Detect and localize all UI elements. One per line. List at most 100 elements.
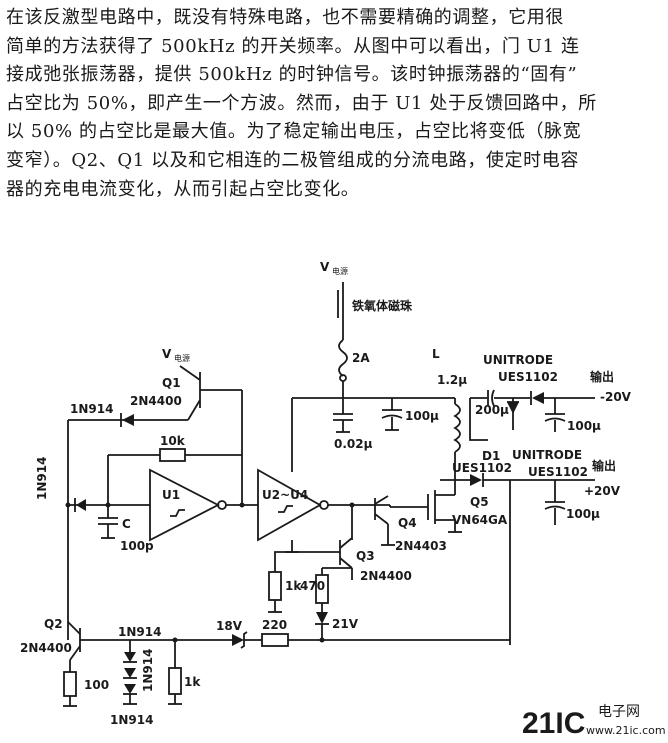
resistor-220 [261, 633, 289, 647]
cap-100-plate [381, 414, 403, 419]
schmitt-icon [278, 505, 293, 513]
diode-left [76, 499, 86, 511]
driver-stage: U2~U4 Q4 2N4403 Q3 2N4400 1k 470 21V [257, 468, 447, 631]
q3-collector [339, 537, 353, 549]
schmitt-icon [170, 509, 185, 517]
watermark-url: www.21ic.com [586, 724, 666, 737]
vsupply-top-sub: 电源 [332, 266, 348, 276]
cap-200-label: 200μ [475, 403, 509, 417]
cap-002-label: 0.02μ [334, 437, 373, 451]
d1-ref: D1 [482, 449, 500, 463]
paragraph-line: 简单的方法获得了 500kHz 的开关频率。从图中可以看出，门 U1 连 [6, 35, 580, 57]
cap-c-label: C [122, 517, 131, 531]
paragraph-line: 在该反激型电路中，既没有特殊电路，也不需要精确的调整，它用很 [6, 7, 564, 28]
q4-part: 2N4403 [395, 539, 447, 553]
inductor-label: L [432, 347, 440, 361]
vsupply-top-label: V [320, 260, 330, 274]
supply-bus: 0.02μ 100μ [291, 397, 455, 472]
gate-u1 [149, 468, 220, 542]
ferrite-bead-label: 铁氧体磁珠 [352, 298, 413, 313]
z21v-label: 21V [332, 617, 359, 631]
q1-emitter [187, 399, 201, 421]
zener-21v [316, 612, 328, 624]
d1n914-top-label: 1N914 [70, 402, 113, 416]
secondary-wire [469, 398, 488, 441]
mosfet-q5: Q5 VN64GA [390, 490, 508, 533]
shunt-q2: Q2 2N4400 100 1N914 1N914 1N914 1k 18V 2… [20, 617, 510, 727]
q4-emitter [374, 495, 389, 505]
q2-part: 2N4400 [20, 641, 72, 655]
r1k-bottom-label: 1k [184, 675, 201, 689]
u1-label: U1 [162, 488, 180, 502]
z18v-label: 18V [216, 619, 243, 633]
q4-collector [374, 513, 389, 525]
fuse [338, 339, 348, 377]
diode-string-1 [124, 652, 136, 662]
resistor-1k-mid [268, 571, 282, 601]
cap-out2-label: 100μ [566, 507, 600, 521]
q1-part: 2N4400 [130, 394, 182, 408]
resistor-10k [159, 448, 186, 462]
q1-supply-wire [179, 365, 201, 381]
q5-ref: Q5 [470, 495, 489, 509]
r100-label: 100 [84, 678, 109, 692]
u2-label: U2~U4 [262, 488, 308, 502]
primary-winding [453, 403, 461, 453]
out2-label: 输出 [592, 458, 616, 473]
output-stage: L 1.2μ 200μ UNITRODE UES1102 输出 -20V 100… [432, 347, 632, 645]
watermark-logo: 21IC 电子网 www.21ic.com [522, 704, 666, 740]
buffer-u2 [257, 468, 322, 542]
out1-label: 输出 [590, 369, 614, 384]
top-supply: V 电源 铁氧体磁珠 2A [320, 260, 413, 398]
out2-value: +20V [584, 484, 621, 498]
vsupply-left-sub: 电源 [174, 353, 190, 363]
q3-part: 2N4400 [360, 569, 412, 583]
paragraph-line: 占空比为 50%，即产生一个方波。然而，由于 U1 处于反馈回路中，所 [6, 92, 597, 114]
zener-18v [232, 634, 244, 646]
inductor-value: 1.2μ [437, 373, 467, 387]
r10k-label: 10k [160, 434, 186, 448]
q4-ref: Q4 [398, 516, 417, 530]
fuse-terminal [339, 374, 347, 382]
ues-2: UES1102 [528, 465, 588, 479]
d1n914-left-label: 1N914 [35, 457, 49, 500]
cap-out2-plate [544, 505, 566, 510]
r1k-wire [274, 551, 340, 572]
paragraph-line: 接成弛张振荡器，提供 500kHz 的时钟信号。该时钟振荡器的“固有” [6, 64, 578, 86]
cap-out1-label: 100μ [567, 419, 601, 433]
q2-emitter [69, 645, 81, 661]
q2-collector [67, 621, 81, 635]
paragraph-line: 器的充电电流变化，从而引起占空比变化。 [6, 178, 360, 200]
cap-200-plate [491, 389, 495, 407]
d1n914-bottom3-label: 1N914 [110, 713, 153, 727]
q3-ref: Q3 [356, 549, 375, 563]
q1-ref: Q1 [162, 376, 181, 390]
diode-string-3 [124, 684, 136, 694]
r220-label: 220 [262, 618, 287, 632]
resistor-100 [63, 671, 77, 697]
shunt-q1: V 电源 Q1 2N4400 1N914 1N914 [35, 347, 243, 640]
q2-ref: Q2 [44, 617, 63, 631]
oscillator-u1: U1 10k C 100p [65, 434, 258, 553]
watermark-site: 电子网 [598, 704, 640, 720]
diode-ues-1 [532, 392, 544, 404]
resistor-1k-bottom [168, 667, 182, 695]
diode-string-2 [124, 668, 136, 678]
description-paragraph: 在该反激型电路中，既没有特殊电路，也不需要精确的调整，它用很 简单的方法获得了 … [6, 4, 662, 204]
d1n914-bottom2-label: 1N914 [141, 649, 155, 692]
vsupply-left-label: V [162, 347, 172, 361]
q3-emitter [339, 557, 353, 569]
q5-part: VN64GA [452, 513, 508, 527]
fuse-label: 2A [352, 351, 370, 365]
ues-1: UES1102 [498, 370, 558, 384]
paragraph-line: 变窄）。Q2、Q1 以及和它相连的二极管组成的分流电路，使定时电容 [6, 149, 579, 171]
watermark-brand: 21IC [522, 707, 585, 740]
paragraph-line: 以 50% 的占空比是最大值。为了稳定输出电压，占空比将变低（脉宽 [6, 121, 582, 143]
unitrode-1: UNITRODE [483, 353, 553, 367]
unitrode-2: UNITRODE [512, 448, 582, 462]
junction [319, 637, 325, 643]
diode-1n914-top [122, 414, 134, 426]
cap-out1-plate [544, 417, 566, 422]
cap-100-in-label: 100μ [405, 409, 439, 423]
